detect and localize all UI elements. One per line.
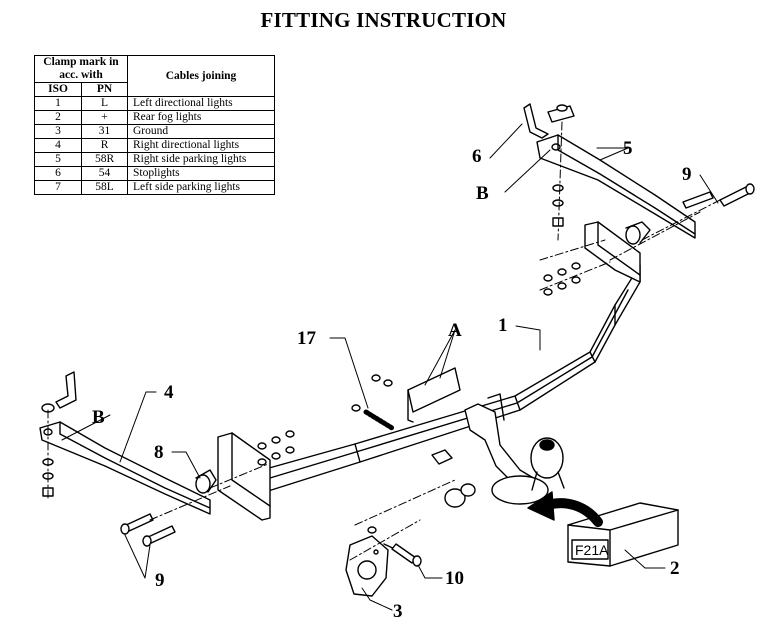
right-angle-bracket (523, 103, 575, 139)
table-row: 6 54 Stoplights (33, 166, 275, 181)
label-detail-b-left: B (92, 407, 105, 428)
leader-lines (61, 123, 719, 611)
left-nut-stack (42, 374, 395, 497)
header-pn: PN (81, 82, 128, 97)
label-part-6: 6 (472, 146, 482, 167)
page-title: FITTING INSTRUCTION (260, 8, 507, 32)
table-row: 4 R Right directional lights (33, 138, 275, 153)
left-side-bracket (39, 371, 211, 515)
left-spacer (195, 469, 217, 494)
label-part-8: 8 (154, 442, 164, 463)
right-nut-stack (543, 184, 581, 296)
socket-bolt (383, 543, 422, 567)
label-part-10: 10 (445, 568, 464, 589)
cell-iso: 4 (33, 138, 83, 153)
cell-desc: Left side parking lights (127, 180, 275, 195)
left-bolts (120, 513, 176, 547)
label-part-5: 5 (623, 138, 633, 159)
label-part-2: 2 (670, 558, 680, 579)
right-side-bracket (536, 134, 696, 245)
tow-ball-neck (431, 393, 565, 508)
assembly-lines (47, 121, 721, 561)
label-part-4: 4 (164, 382, 174, 403)
cable-table: Clamp mark in acc. with Cables joining I… (33, 55, 275, 195)
mounting-plate-a (407, 367, 461, 423)
cell-desc: Right side parking lights (127, 152, 275, 167)
label-detail-a: A (448, 320, 462, 341)
table-header-row: Clamp mark in acc. with Cables joining (34, 55, 275, 97)
table-row: 5 58R Right side parking lights (33, 152, 275, 167)
label-part-17: 17 (297, 328, 317, 349)
direction-arrow (527, 491, 603, 527)
header-clamp-mark: Clamp mark in acc. with (34, 55, 128, 83)
table-row: 7 58L Left side parking lights (33, 180, 275, 195)
label-part-9-right: 9 (682, 164, 692, 185)
cell-desc: Right directional lights (127, 138, 275, 153)
label-detail-b-right: B (476, 183, 489, 204)
label-part-3: 3 (393, 601, 403, 622)
plate-text: F21A (575, 542, 609, 558)
cell-iso: 7 (33, 180, 83, 195)
socket-bracket (345, 526, 389, 597)
crossbar-beam (217, 221, 641, 521)
right-bolts (682, 183, 755, 209)
label-part-9-left: 9 (155, 570, 165, 591)
part-labels: 1 2 3 4 5 6 8 9 9 10 17 A B B (92, 138, 692, 622)
header-cables-joining: Cables joining (127, 55, 275, 97)
cell-pn: 58R (81, 152, 128, 167)
label-part-1: 1 (498, 315, 508, 336)
